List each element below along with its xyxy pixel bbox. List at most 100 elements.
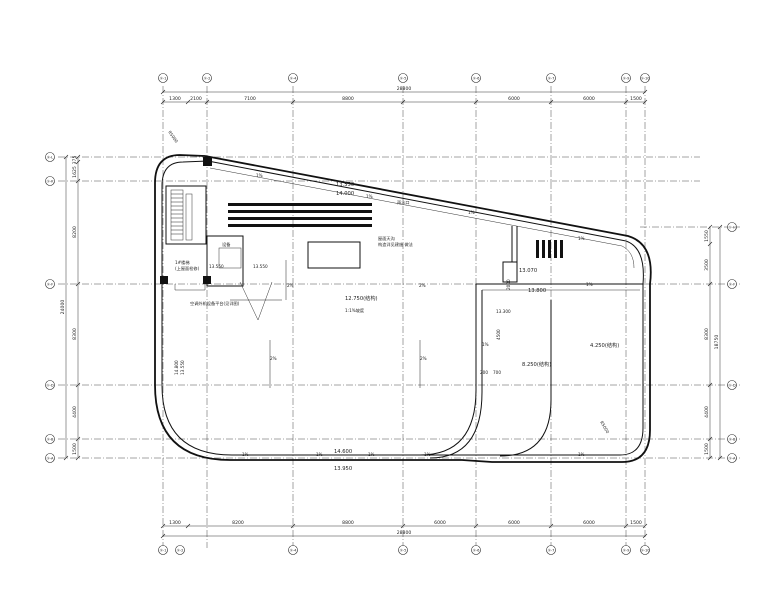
lower-roof-right-level: 4.250(结构): [590, 341, 619, 349]
bottom-span-7: 1500: [630, 520, 642, 526]
left-edge-level2: 13.550: [180, 360, 185, 375]
horizontal-axis-lines: [58, 156, 740, 459]
right-span-5: 1500: [704, 443, 710, 455]
bottom-span-3: 8800: [342, 520, 354, 526]
slope-2: 2%: [287, 283, 294, 288]
top-bubble-5: ①-6: [473, 76, 481, 80]
right-bubble-5: ①-A: [729, 456, 736, 460]
small-roof-level: 13.070: [519, 268, 537, 274]
curve-note: R5000: [599, 420, 610, 435]
left-dimension-chain: 24000 375 1625 8200 8300 4400 1500: [60, 154, 81, 461]
main-roof-note: 1:1%坡度: [345, 307, 365, 314]
building-outline: [154, 154, 652, 463]
annot-slot: 雨水口: [397, 199, 410, 206]
top-span-2: 2100: [190, 96, 202, 102]
right-bubble-2: ①-F: [729, 282, 736, 286]
stair-sublabel: (上屋面检修): [175, 265, 200, 272]
left-bubble-5: ①-B: [47, 437, 54, 441]
bottom-bubble-6: ①-7: [548, 548, 555, 552]
left-span-3: 8200: [72, 226, 78, 238]
right-bubble-1: ①-H: [728, 225, 736, 229]
dim-4500: 4500: [496, 329, 501, 340]
left-bubble-3: ①-F: [47, 282, 54, 286]
right-span-3: 8300: [704, 328, 710, 340]
bottom-dimension-chain: 1300 8200 8800 6000 6000 6000 1500 28800: [160, 520, 648, 539]
left-bubble-6: ①-A: [47, 456, 54, 460]
lower-roof-area: [419, 226, 643, 459]
right-span-1: 1550: [704, 230, 710, 242]
main-roof-level: 12.750(结构): [345, 294, 378, 302]
bottom-bubble-5: ①-6: [473, 548, 481, 552]
slope-4: 2%: [270, 356, 277, 361]
top-span-7: 1500: [630, 96, 642, 102]
plan-annotations: 13.550 14.000 12.750(结构) 1:1%坡度 屋面天沟 构造详…: [167, 130, 619, 472]
top-span-3: 7100: [244, 96, 256, 102]
slope-7: 1%: [468, 210, 475, 215]
left-span-1: 375: [72, 156, 78, 165]
slope-1: 1%: [256, 173, 263, 178]
slope-6: 1%: [366, 194, 373, 199]
bottom-span-6: 6000: [583, 520, 595, 526]
bottom-span-5: 6000: [508, 520, 520, 526]
bottom-bubble-2: ①-2: [177, 548, 184, 552]
right-bubble-3: ①-D: [728, 383, 736, 387]
slope-3: 2%: [419, 283, 426, 288]
slope-15: 1%: [482, 342, 489, 347]
top-span-1: 1300: [169, 96, 181, 102]
slope-arrows: [230, 260, 421, 388]
step1-level: 13.300: [496, 309, 511, 314]
small-box-label: 设备: [222, 241, 231, 248]
stair-core: 1#楼梯 (上屋面检修) 设备 13.550 空调外机设备平台(见详图): [160, 157, 273, 321]
slope-labels: 1% 2% 2% 2% 2% 1% 1% 1% 1% 1% 1% 1% 1% 1…: [242, 173, 593, 457]
bottom-bubble-7: ①-9: [623, 548, 631, 552]
slope-8: 1%: [578, 236, 585, 241]
bottom-bubble-8: ①-10: [640, 548, 650, 552]
top-bubble-1: ①-1: [160, 76, 167, 80]
slope-14: 1%: [578, 452, 585, 457]
left-total-dim: 24000: [60, 300, 66, 315]
slope-12: 1%: [368, 452, 375, 457]
slope-5: 2%: [420, 356, 427, 361]
bottom-bubble-4: ①-5: [400, 548, 407, 552]
lower-roof-level: 8.250(结构): [522, 360, 551, 368]
right-dimension-chain: 1550 3500 8300 4400 1500 18750: [704, 224, 723, 461]
gutter-dim: 200: [480, 370, 488, 375]
ridge-level: 13.550: [336, 182, 354, 188]
left-span-5: 4400: [72, 406, 78, 418]
annot-left: 空调外机设备平台(见详图): [190, 300, 240, 307]
annot-gutter-2: 构造详见建施 做法: [378, 241, 413, 248]
stair-top-level: 13.550: [209, 264, 224, 269]
bottom-span-4: 6000: [434, 520, 446, 526]
bottom-bubble-3: ①-4: [290, 548, 298, 552]
step2-level: 13.800: [528, 288, 546, 294]
left-span-4: 8300: [72, 328, 78, 340]
stair-label: 1#楼梯: [175, 259, 190, 266]
left-axis-bubbles: ①-L ①-K ①-F ①-D ①-B ①-A: [45, 152, 55, 463]
slope-9: 1%: [586, 282, 593, 287]
top-span-4: 8800: [342, 96, 354, 102]
top-bubble-8: ①-10: [640, 76, 650, 80]
top-dimension-chain: 28800 1300 2100 7100 8800 6000 6000 1500: [160, 86, 648, 105]
left-bubble-4: ①-D: [46, 383, 54, 387]
annot-gutter-1: 屋面天沟: [378, 235, 395, 242]
slope-13: 1%: [424, 452, 431, 457]
top-bubble-4: ①-5: [400, 76, 407, 80]
top-bubble-7: ①-9: [623, 76, 631, 80]
top-span-5: 6000: [508, 96, 520, 102]
slope-10: 1%: [242, 452, 249, 457]
right-span-4: 4400: [704, 406, 710, 418]
dim-13550: 13.550: [253, 264, 268, 269]
vertical-axis-lines: [162, 86, 646, 548]
top-bubble-6: ①-7: [548, 76, 555, 80]
bottom-span-1: 1300: [169, 520, 181, 526]
top-span-6: 6000: [583, 96, 595, 102]
right-bubble-4: ①-B: [729, 437, 736, 441]
left-bubble-1: ①-L: [47, 155, 54, 159]
top-total-dim: 28800: [397, 86, 412, 92]
bottom-ridge-level: 14.600: [334, 449, 352, 455]
slope-11: 1%: [316, 452, 323, 457]
right-span-2: 3500: [704, 259, 710, 271]
right-axis-bubbles: ①-H ①-F ①-D ①-B ①-A: [727, 222, 737, 463]
roof-equipment: [228, 203, 563, 269]
